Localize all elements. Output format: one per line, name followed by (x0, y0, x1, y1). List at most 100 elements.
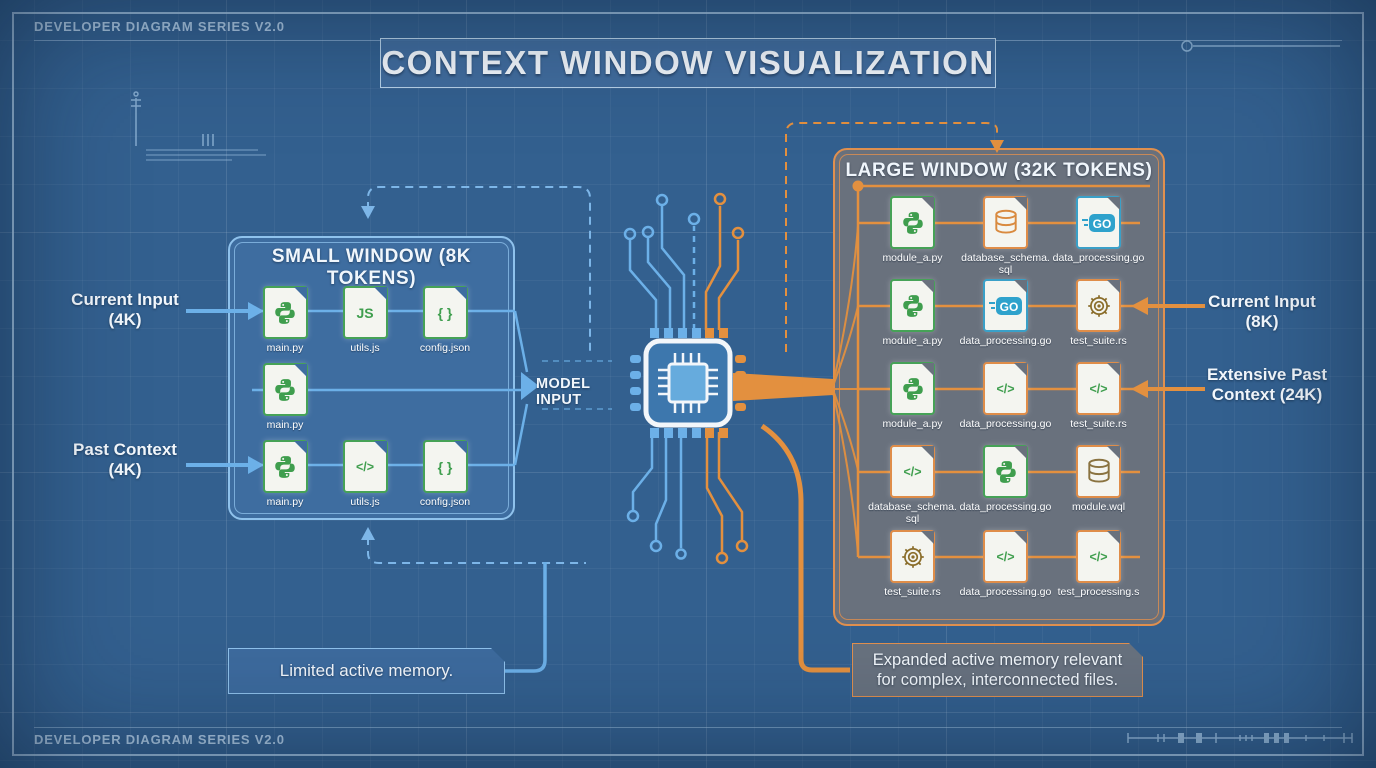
folded-corner-icon (921, 446, 934, 459)
annotation-extensive-past-context: Extensive Past Context (24K) (1192, 365, 1342, 405)
folded-corner-icon (1107, 197, 1120, 210)
decor-ruler (1127, 733, 1353, 743)
annotation-title: Current Input (71, 290, 179, 309)
annotation-current-input-4k: Current Input (4K) (58, 290, 192, 330)
file-label: module_a.py (882, 418, 943, 430)
cpu-chip-icon (643, 338, 733, 428)
code-file-icon: </> (1076, 530, 1121, 583)
large-window-title: LARGE WINDOW (32K TOKENS) (845, 160, 1153, 181)
annotation-subtitle: (4K) (108, 310, 142, 330)
file-label: main.py (266, 342, 304, 354)
file-item: </>test_suite.rs (1052, 362, 1145, 430)
code-file-icon: </> (983, 530, 1028, 583)
file-label: main.py (266, 419, 304, 431)
orange-bundle (733, 373, 833, 401)
small-window-title: SMALL WINDOW (8K TOKENS) (271, 246, 472, 289)
file-item: module_a.py (866, 196, 959, 276)
code-file-icon: </> (890, 445, 935, 498)
folded-corner-icon (1129, 643, 1143, 657)
file-item: module_a.py (866, 362, 959, 430)
file-label: data_processing.go (1052, 252, 1145, 264)
annotation-subtitle: Context (24K) (1211, 385, 1323, 405)
note-text: Expanded active memory relevant for comp… (872, 650, 1123, 689)
file-label: config.json (419, 496, 471, 508)
file-item: </> database_schema.sql (866, 445, 959, 525)
file-icon-row: test_suite.rs</>data_processing.go</>tes… (866, 530, 1145, 598)
file-item: test_suite.rs (1052, 279, 1145, 347)
python-file-icon (890, 279, 935, 332)
orange-pins (705, 328, 746, 438)
annotation-past-context-4k: Past Context (4K) (58, 440, 192, 480)
decor-topleft (131, 91, 266, 161)
blue-arrow-up (361, 527, 375, 540)
file-label: main.py (266, 496, 304, 508)
file-label: database_schema.sql (961, 252, 1050, 277)
series-label-bottom: DEVELOPER DIAGRAM SERIES V2.0 (34, 732, 285, 747)
file-item: { }config.json (405, 286, 485, 354)
file-item: main.py (245, 440, 325, 508)
footer-rule (34, 727, 1342, 728)
series-label-top: DEVELOPER DIAGRAM SERIES V2.0 (34, 19, 285, 34)
python-file-icon (262, 440, 308, 493)
python-file-icon (890, 196, 935, 249)
folded-corner-icon (921, 280, 934, 293)
file-item: </>test_processing.s (1052, 530, 1145, 598)
file-icon-row: main.py</>utils.js{ }config.json (245, 440, 485, 508)
file-item: module.wql (1052, 445, 1145, 525)
file-label: config.json (419, 342, 471, 354)
file-label: database_schema.sql (868, 501, 957, 526)
folded-corner-icon (1014, 531, 1027, 544)
model-input-label: MODEL INPUT (536, 376, 591, 408)
code-file-icon: </> (983, 362, 1028, 415)
decor-topright (1181, 40, 1340, 52)
note-text: Limited active memory. (279, 660, 454, 680)
file-label: test_suite.rs (1070, 418, 1127, 430)
blue-pins (630, 328, 701, 438)
go-file-icon: GO (1076, 196, 1121, 249)
file-icon-row: </> database_schema.sql data_processing.g… (866, 445, 1145, 525)
folded-corner-icon (453, 441, 467, 454)
folded-corner-icon (1107, 363, 1120, 376)
file-icon-row: main.py (245, 363, 485, 431)
annotation-title: Extensive Past (1206, 365, 1327, 384)
python-file-icon (890, 362, 935, 415)
file-item: main.py (245, 286, 325, 354)
folded-corner-icon (373, 287, 387, 300)
file-label: data_processing.go (959, 586, 1052, 598)
folded-corner-icon (293, 364, 307, 377)
empty-cell (325, 363, 405, 431)
file-item: main.py (245, 363, 325, 431)
python-file-icon (262, 363, 308, 416)
annotation-title: Past Context (73, 440, 177, 459)
file-item: data_processing.go (959, 445, 1052, 525)
python-file-icon (983, 445, 1028, 498)
javascript-file-icon: JS (342, 286, 388, 339)
folded-corner-icon (1014, 197, 1027, 210)
folded-corner-icon (1014, 446, 1027, 459)
code-file-icon: </> (342, 440, 388, 493)
folded-corner-icon (1014, 280, 1027, 293)
json-file-icon: { } (422, 440, 468, 493)
annotation-subtitle: (8K) (1245, 312, 1279, 332)
file-item: database_schema.sql (959, 196, 1052, 276)
folded-corner-icon (373, 441, 387, 454)
annotation-subtitle: (4K) (108, 460, 142, 480)
empty-cell (405, 363, 485, 431)
file-item: GO data_processing.go (1052, 196, 1145, 276)
orange-chip-traces (704, 192, 749, 565)
svg-text:GO: GO (999, 300, 1018, 314)
small-window-note: Limited active memory. (228, 648, 505, 694)
file-label: module.wql (1071, 501, 1126, 513)
folded-corner-icon (1014, 363, 1027, 376)
file-item: </>data_processing.go (959, 362, 1052, 430)
file-label: module_a.py (882, 252, 943, 264)
file-item: { } config.json (405, 440, 485, 508)
folded-corner-icon (921, 197, 934, 210)
annotation-current-input-8k: Current Input (8K) (1200, 292, 1324, 332)
database-file-icon (983, 196, 1028, 249)
go-file-icon: GO (983, 279, 1028, 332)
